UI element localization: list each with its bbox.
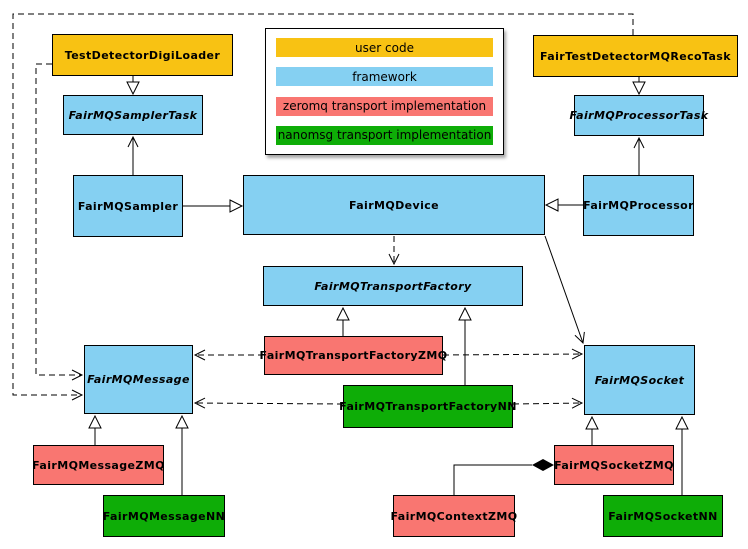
node-fairmqcontextzmq: FairMQContextZMQ xyxy=(391,495,517,537)
legend-item-nanomsg: nanomsg transport implementation xyxy=(276,125,493,145)
legend-item-zeromq: zeromq transport implementation xyxy=(276,96,493,116)
node-testdetectordigiloader: TestDetectorDigiLoader xyxy=(52,34,233,76)
node-fairmqsocketnn: FairMQSocketNN xyxy=(603,495,723,537)
edge-dep-factorynn-socket xyxy=(512,397,584,409)
node-fairmqsamplertask: FairMQSamplerTask xyxy=(63,95,203,135)
node-fairmqprocessor: FairMQProcessor xyxy=(583,175,694,236)
edge-dep-digiloader-message xyxy=(35,63,84,381)
aggregation-diamond-icon xyxy=(532,459,554,471)
node-fairmqprocessortask: FairMQProcessorTask xyxy=(570,95,708,136)
node-fairmqsocket: FairMQSocket xyxy=(584,345,695,415)
edge-aggr-contextzmq-socketzmq xyxy=(453,464,532,495)
node-fairmqmessagezmq: FairMQMessageZMQ xyxy=(32,445,164,485)
node-fairmqtransportfactory: FairMQTransportFactory xyxy=(263,266,523,306)
legend: user code framework zeromq transport imp… xyxy=(265,28,504,155)
legend-item-framework: framework xyxy=(276,67,493,87)
edge-dep-recotask-message xyxy=(12,13,634,401)
edge-assoc-device-socket xyxy=(544,235,585,345)
node-fairmqsocketzmq: FairMQSocketZMQ xyxy=(554,445,674,485)
node-fairmqmessage: FairMQMessage xyxy=(84,345,193,414)
edge-dep-factorynn-message xyxy=(193,397,344,409)
node-fairmqdevice: FairMQDevice xyxy=(243,175,545,235)
edge-dep-factoryzmq-socket xyxy=(442,348,584,360)
node-fairmqtransportfactoryzmq: FairMQTransportFactoryZMQ xyxy=(260,336,447,375)
node-fairmqmessagenn: FairMQMessageNN xyxy=(103,495,225,537)
legend-item-user-code: user code xyxy=(276,38,493,57)
node-fairtestdetectormqrecotask: FairTestDetectorMQRecoTask xyxy=(533,35,738,77)
node-fairmqtransportfactorynn: FairMQTransportFactoryNN xyxy=(339,385,516,428)
node-fairmqsampler: FairMQSampler xyxy=(73,175,183,237)
